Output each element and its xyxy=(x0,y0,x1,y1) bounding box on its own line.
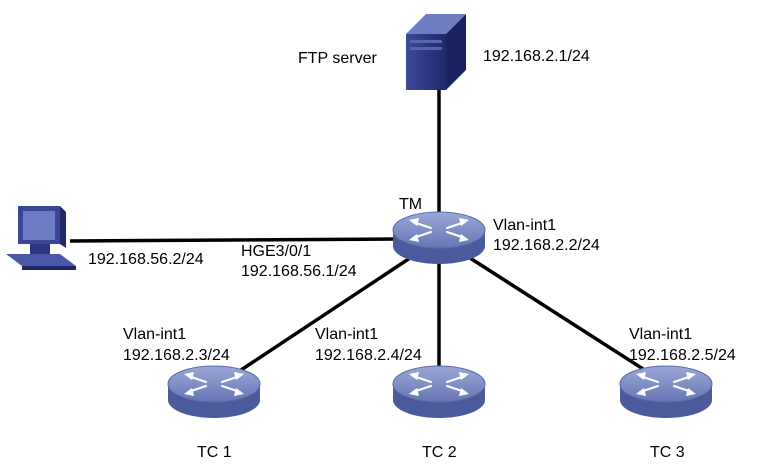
link-tm-tc1 xyxy=(231,256,411,378)
tm-vlan-iface: Vlan-int1 xyxy=(493,217,556,234)
tm-mgmt-ip: 192.168.56.1/24 xyxy=(241,263,357,280)
tc2-ip: 192.168.2.4/24 xyxy=(315,347,422,364)
switch-icon xyxy=(392,211,486,265)
tc2-label: TC 2 xyxy=(422,444,457,461)
switch-icon xyxy=(167,365,261,419)
tc2-iface: Vlan-int1 xyxy=(315,326,378,343)
ftp-server-ip: 192.168.2.1/24 xyxy=(483,48,590,65)
tm-label: TM xyxy=(399,196,422,213)
tc1-iface: Vlan-int1 xyxy=(123,326,186,343)
tc1-label: TC 1 xyxy=(197,444,232,461)
tm-vlan-ip: 192.168.2.2/24 xyxy=(493,237,600,254)
link-tm-tc3 xyxy=(469,256,655,378)
tc3-label: TC 3 xyxy=(650,444,685,461)
ftp-server-label: FTP server xyxy=(298,50,378,67)
tc3-iface: Vlan-int1 xyxy=(629,326,692,343)
tm-mgmt-iface: HGE3/0/1 xyxy=(241,243,311,260)
pc-icon xyxy=(6,206,76,270)
links xyxy=(69,84,655,378)
pc-ip: 192.168.56.2/24 xyxy=(88,251,204,268)
link-pc-tm xyxy=(69,237,397,243)
server-icon xyxy=(406,14,466,90)
tc1-ip: 192.168.2.3/24 xyxy=(123,347,230,364)
switch-icon xyxy=(392,365,486,419)
tc3-ip: 192.168.2.5/24 xyxy=(629,347,736,364)
switch-icon xyxy=(619,365,713,419)
